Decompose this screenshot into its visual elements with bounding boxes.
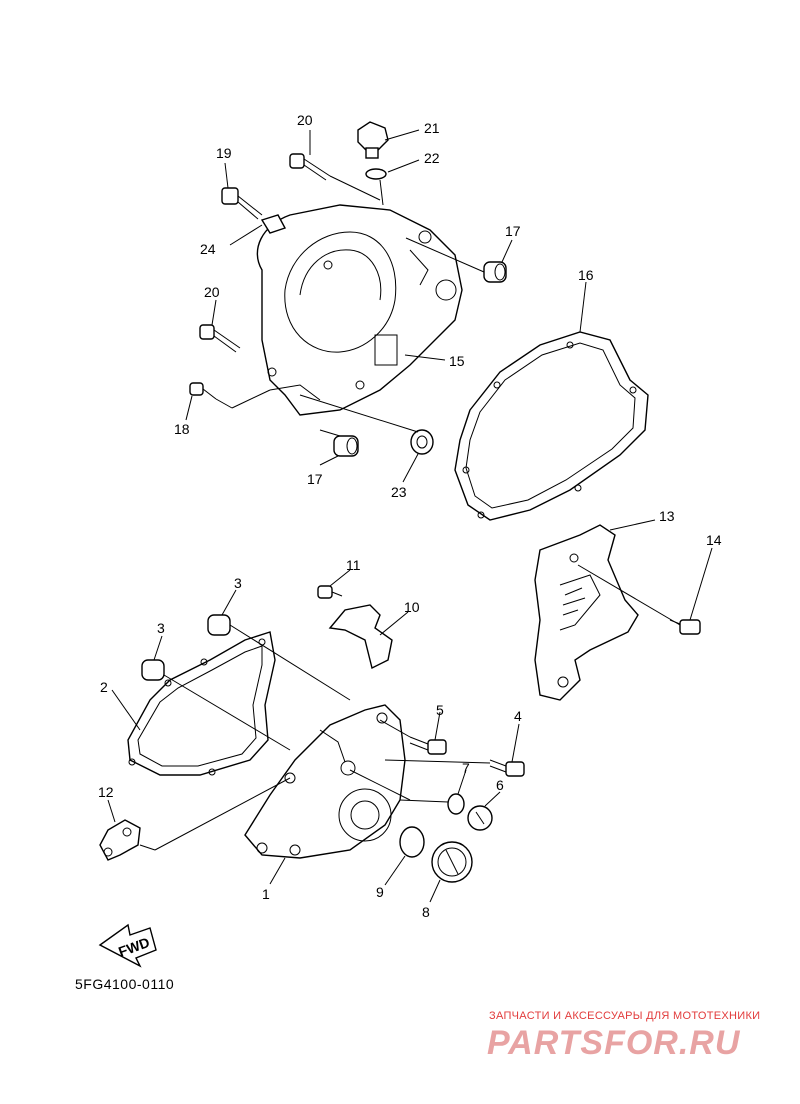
crankcase-cover-right	[256, 204, 463, 416]
oil-filler-plug	[357, 121, 389, 159]
drawing-code: 5FG4100-0110	[75, 976, 175, 992]
bracket-10	[328, 604, 393, 670]
bolt-11	[317, 585, 343, 599]
callout-18: 18	[174, 421, 190, 437]
callout-14: 14	[706, 532, 722, 548]
dowel-pin-3-upper	[207, 614, 231, 636]
gasket-2	[127, 631, 276, 776]
callout-16: 16	[578, 267, 594, 283]
sprocket-cover-13	[534, 524, 639, 701]
oil-seal-23	[410, 429, 434, 455]
callout-10: 10	[404, 599, 420, 615]
fwd-arrow-icon: FWD	[98, 923, 157, 968]
callout-12: 12	[98, 784, 114, 800]
callout-21: 21	[424, 120, 440, 136]
callout-20-top: 20	[297, 112, 313, 128]
callout-24: 24	[200, 241, 216, 257]
callout-2: 2	[100, 679, 108, 695]
callout-22: 22	[424, 150, 440, 166]
callout-17-bottom: 17	[307, 471, 323, 487]
callout-7: 7	[462, 760, 470, 776]
o-ring-7	[447, 793, 465, 815]
o-ring-9	[399, 826, 425, 858]
dowel-pin-3-lower	[141, 659, 165, 681]
callout-13: 13	[659, 508, 675, 524]
bracket-12	[99, 819, 141, 861]
callout-5: 5	[436, 702, 444, 718]
callout-9: 9	[376, 884, 384, 900]
bolt-4	[489, 759, 525, 777]
crankcase-cover-1	[244, 704, 406, 859]
callout-20-mid: 20	[204, 284, 220, 300]
bolt-19	[221, 187, 263, 220]
callout-3-upper: 3	[234, 575, 242, 591]
callout-19: 19	[216, 145, 232, 161]
callout-11: 11	[346, 557, 361, 573]
callout-15: 15	[449, 353, 465, 369]
callout-4: 4	[514, 708, 522, 724]
callout-8: 8	[422, 904, 430, 920]
gasket-16	[454, 331, 649, 521]
callout-numbers: 20 21 19 22 17 24 16 20 15 18 17 23 13 1…	[98, 112, 722, 920]
dowel-pin-17-lower	[333, 435, 359, 457]
dowel-pin-17-upper	[483, 261, 507, 283]
bolt-20-lower	[199, 324, 241, 353]
clamp-24	[260, 214, 287, 234]
callout-3-lower: 3	[157, 620, 165, 636]
plug-6	[467, 805, 493, 831]
leader-lines	[107, 129, 713, 903]
watermark-logo: PARTSFOR.RU	[487, 1024, 741, 1062]
callout-1: 1	[262, 886, 270, 902]
o-ring-22	[365, 168, 387, 180]
watermark-tagline: ЗАПЧАСТИ И АКСЕССУАРЫ ДЛЯ МОТОТЕХНИКИ	[489, 1010, 761, 1022]
bolt-18	[189, 382, 217, 400]
bolt-5	[409, 736, 447, 755]
callout-17-top: 17	[505, 223, 521, 239]
bolt-20-upper	[289, 153, 331, 181]
callout-6: 6	[496, 777, 504, 793]
callout-23: 23	[391, 484, 407, 500]
plug-8	[431, 841, 473, 883]
